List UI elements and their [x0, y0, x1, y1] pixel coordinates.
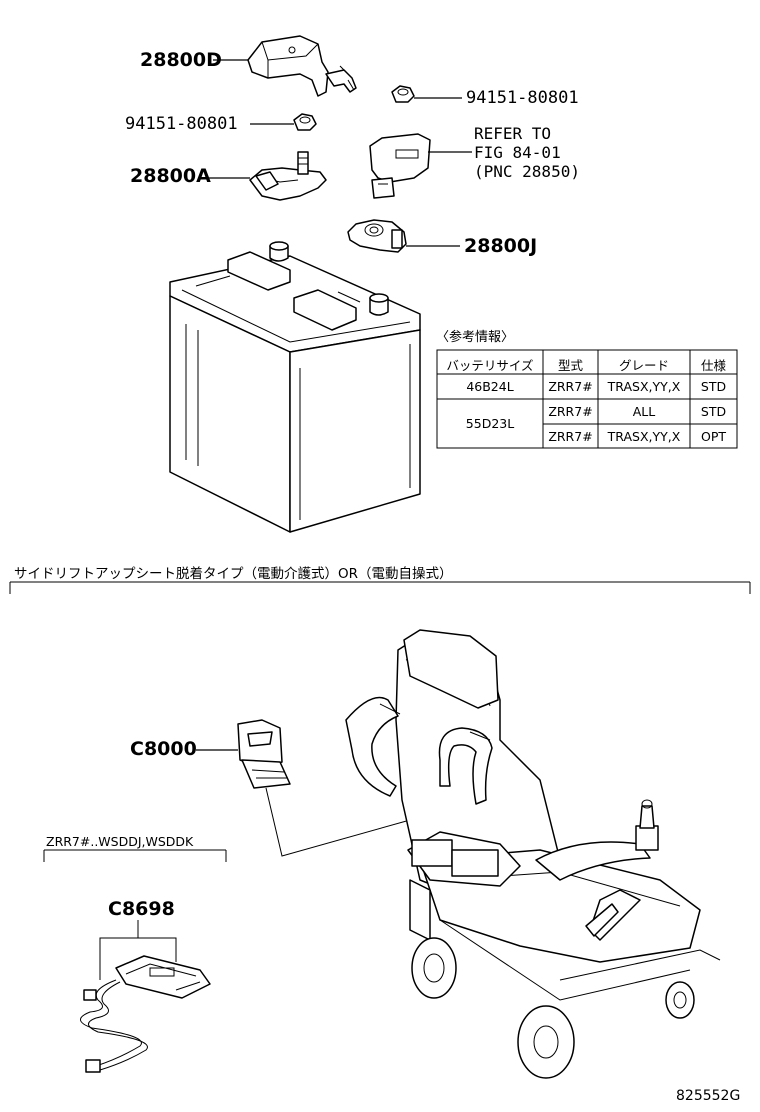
cell-model-row2: ZRR7# [548, 404, 593, 419]
callout-28800d: 28800D [140, 49, 222, 71]
applicability-bracket [43, 849, 227, 862]
refer-line-1: REFER TO [474, 124, 552, 143]
battery[interactable] [169, 241, 421, 533]
callout-28800a: 28800A [130, 165, 211, 187]
applicability-label: ZRR7#..WSDDJ,WSDDK [46, 834, 194, 849]
controller-c8000[interactable] [237, 719, 291, 789]
figure-number: 825552G [676, 1088, 741, 1104]
terminal-cover-28800d[interactable] [247, 35, 357, 97]
terminal-clamp-28800a[interactable] [249, 151, 327, 201]
nut-top[interactable] [391, 85, 415, 103]
cell-grade-row3: TRASX,YY,X [607, 429, 681, 444]
refer-line-3: (PNC 28850) [474, 162, 580, 181]
ref-caption: 〈参考情報〉 [436, 330, 515, 345]
reference-table [436, 349, 738, 449]
cell-grade-row1: TRASX,YY,X [607, 379, 681, 394]
refer-line-2: FIG 84-01 [474, 143, 561, 162]
th-spec: 仕様 [700, 358, 726, 373]
cell-grade-row2: ALL [632, 404, 656, 419]
callout-c8000: C8000 [130, 738, 197, 760]
callout-94151-left: 94151-80801 [125, 114, 238, 134]
cell-spec-row1: STD [700, 379, 727, 394]
callout-28800j: 28800J [464, 235, 538, 257]
callout-94151-top: 94151-80801 [466, 88, 579, 108]
cell-spec-row2: STD [700, 404, 727, 419]
cell-size-row2: 55D23L [465, 416, 515, 431]
cell-size-row1: 46B24L [466, 379, 514, 394]
wheelchair-seat[interactable] [345, 629, 721, 1079]
cell-model-row3: ZRR7# [548, 429, 593, 444]
section-bracket [9, 581, 751, 594]
remote-c8698[interactable] [80, 920, 211, 1073]
callout-c8698: C8698 [108, 898, 175, 920]
th-model: 型式 [557, 358, 583, 373]
th-battery-size: バッテリサイズ [446, 358, 534, 373]
th-grade: グレード [618, 358, 669, 373]
terminal-clamp-28800j[interactable] [347, 219, 407, 253]
sensor-connector[interactable] [369, 133, 431, 199]
section-title: サイドリフトアップシート脱着タイプ（電動介護式）OR（電動自操式） [14, 566, 453, 582]
cell-spec-row3: OPT [700, 429, 726, 444]
nut-left[interactable] [293, 113, 317, 131]
cell-model-row1: ZRR7# [548, 379, 593, 394]
